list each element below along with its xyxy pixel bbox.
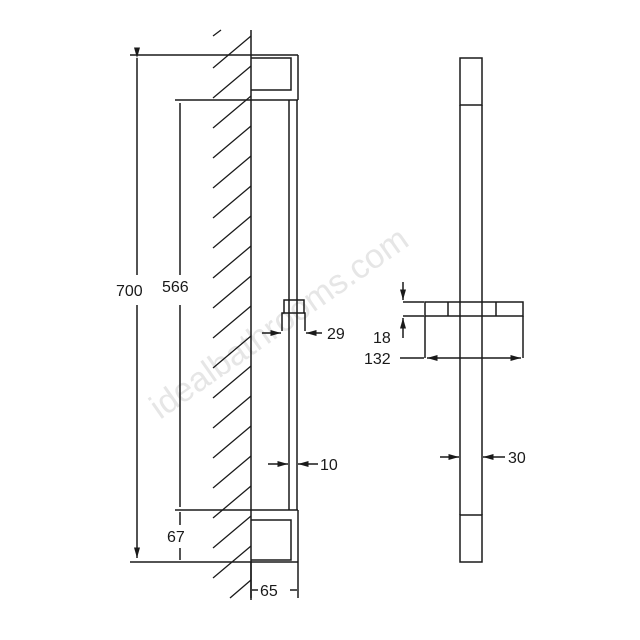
dim-65-line xyxy=(250,562,299,598)
dim-700-label: 700 xyxy=(116,283,143,300)
dim-30-label: 30 xyxy=(508,450,526,467)
watermark: idealbathrooms.com xyxy=(143,220,416,427)
dim-29-label: 29 xyxy=(327,326,345,343)
rail-front-view xyxy=(459,57,483,563)
dim-18-label: 18 xyxy=(373,330,391,347)
wall-hatching xyxy=(212,29,252,599)
slider-side-view xyxy=(281,299,306,331)
dim-18-line xyxy=(400,282,424,338)
slider-front-view xyxy=(424,301,524,358)
bottom-bracket xyxy=(130,509,299,563)
rail-side-view xyxy=(288,100,298,510)
top-bracket xyxy=(130,54,299,101)
dim-132-label: 132 xyxy=(364,351,391,368)
dim-65-label: 65 xyxy=(260,583,278,600)
dim-10-label: 10 xyxy=(320,457,338,474)
dim-67-label: 67 xyxy=(167,529,185,546)
dim-566-label: 566 xyxy=(162,279,189,296)
